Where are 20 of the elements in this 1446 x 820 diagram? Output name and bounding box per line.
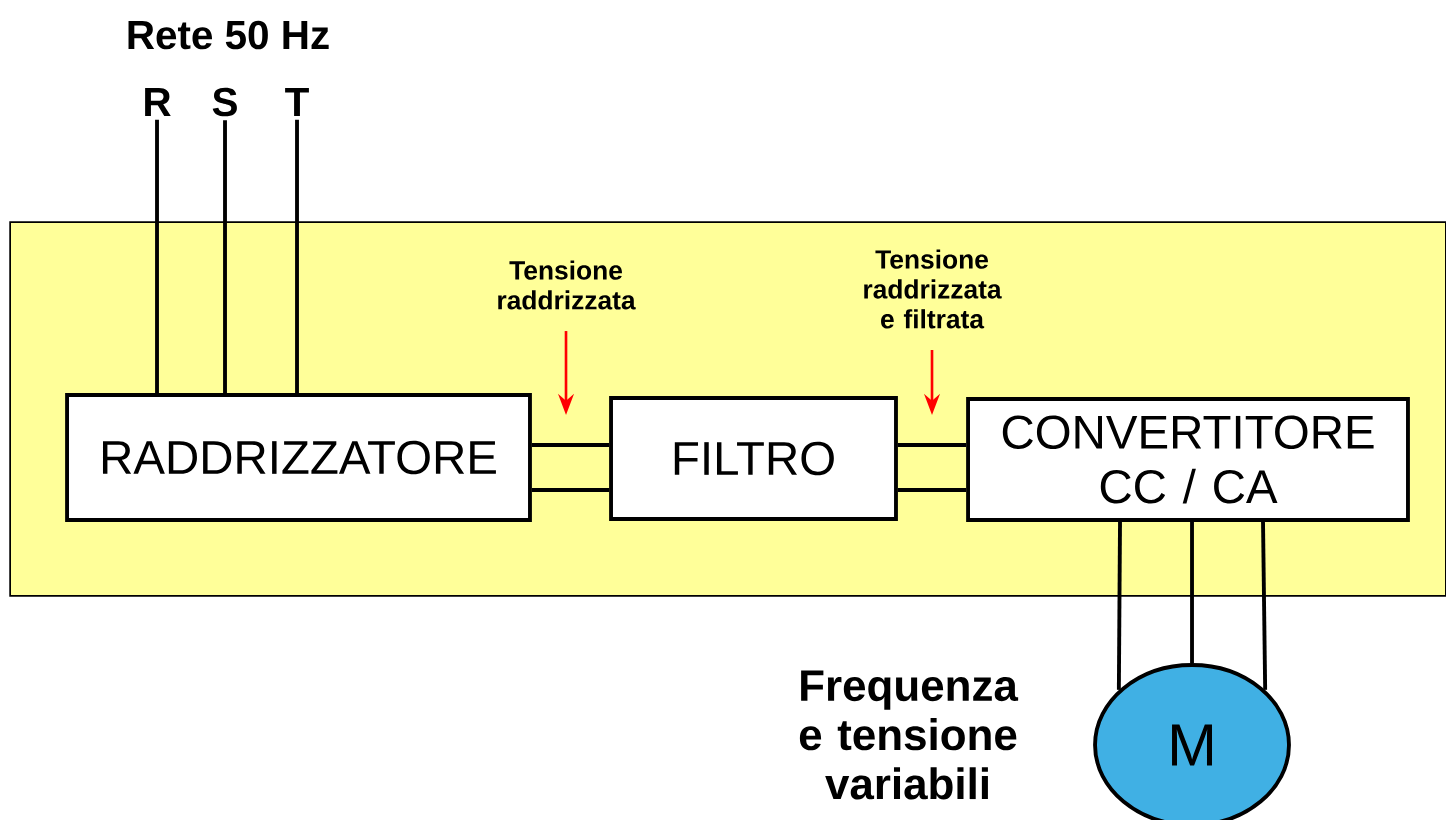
terminal-label: T — [285, 88, 309, 116]
block-box: CONVERTITORE CC / CA — [966, 397, 1410, 522]
leader-text: Tensione raddrizzata — [498, 260, 636, 310]
connector-line — [531, 443, 610, 447]
connector-line — [1116, 521, 1122, 690]
connector-line — [897, 443, 967, 447]
leader-text: Tensione raddrizzata e filtrata — [864, 249, 1002, 329]
connector-line — [531, 488, 610, 492]
terminal-label: S — [212, 87, 237, 117]
connector-line — [223, 120, 227, 394]
connector-line — [1261, 521, 1268, 690]
terminal-label: R — [145, 88, 171, 116]
block-box: FILTRO — [609, 396, 898, 521]
connector-line — [295, 119, 299, 394]
connector-line — [155, 119, 159, 394]
caption-text: Frequenza e tensione variabili — [799, 670, 1019, 800]
connector-line — [897, 488, 967, 492]
connector-line — [1190, 521, 1194, 664]
title-text: Rete 50 Hz — [128, 20, 329, 50]
block-box: RADDRIZZATORE — [65, 393, 532, 522]
